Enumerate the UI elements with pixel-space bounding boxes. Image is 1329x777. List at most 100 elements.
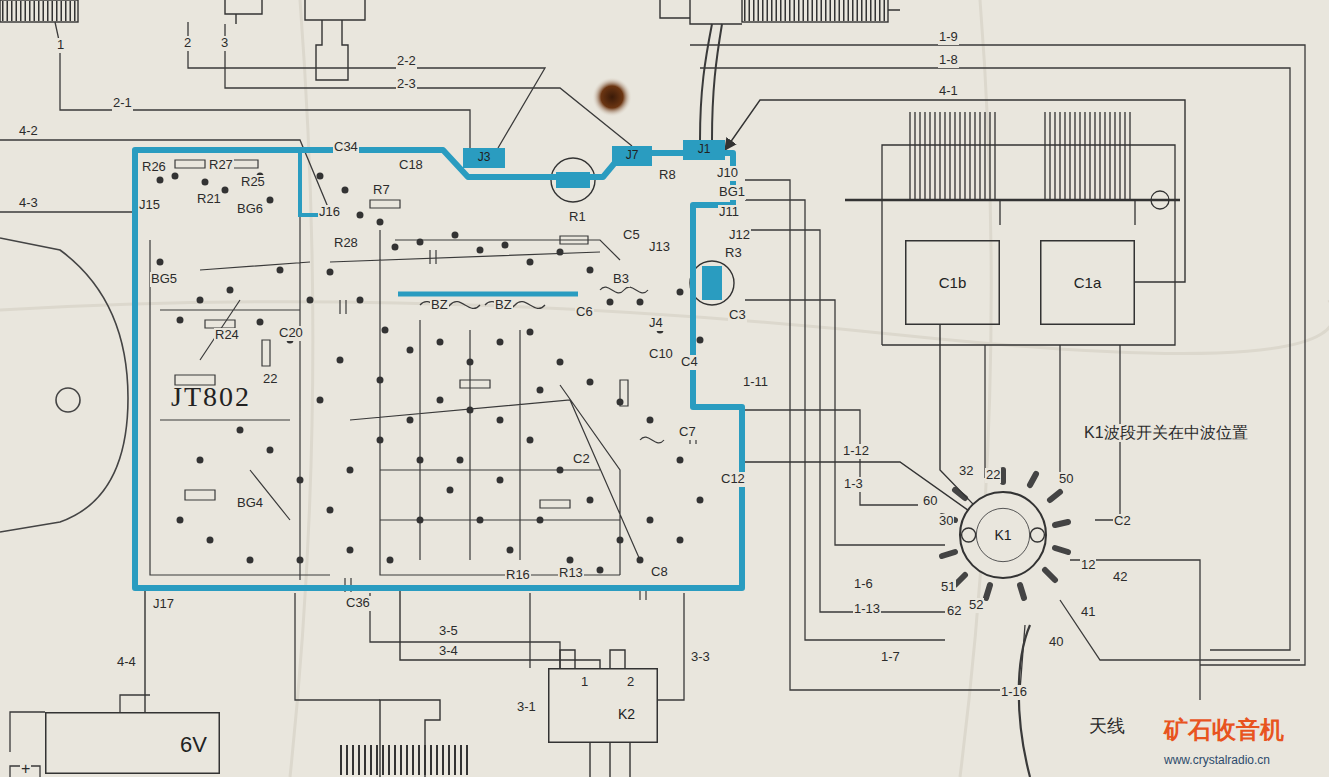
part-label: 1-7 — [880, 650, 901, 665]
solder-pad — [160, 176, 700, 570]
burn-mark — [592, 77, 632, 117]
resistor-symbol — [175, 160, 628, 508]
part-label: 12 — [1080, 558, 1096, 573]
part-label: 1-6 — [853, 577, 874, 592]
box-outline — [46, 713, 220, 774]
switch-terminals — [942, 470, 1068, 598]
part-label: C2 — [572, 452, 591, 467]
wire — [1060, 560, 1300, 700]
part-label: C10 — [648, 347, 674, 362]
part-label: 4-2 — [18, 124, 39, 139]
coil-body — [0, 0, 78, 22]
node-label: C1b — [939, 274, 967, 291]
capacitor-section: C1b — [905, 240, 1000, 325]
part-label: BG6 — [236, 202, 264, 217]
part-label: 30 — [938, 514, 954, 529]
ferrite-coil-body — [742, 0, 888, 22]
part-label: 1-13 — [853, 602, 881, 617]
part-label: 2-3 — [396, 77, 417, 92]
part-label: + — [20, 760, 31, 777]
gang-stator — [905, 200, 1135, 225]
part-label: R27 — [208, 158, 234, 173]
band-switch: K1 — [958, 490, 1048, 580]
part-label: 3-3 — [690, 650, 711, 665]
top-component — [225, 0, 262, 24]
part-label: 1-9 — [938, 30, 959, 45]
part-label: 22 — [985, 468, 1001, 483]
part-label: C8 — [650, 565, 669, 580]
wire — [188, 22, 545, 148]
connector-pad: J3 — [463, 148, 505, 168]
node-shape — [548, 668, 658, 743]
part-label: 62 — [946, 604, 962, 619]
pad-fill — [463, 148, 505, 168]
part-label: R1 — [568, 210, 587, 225]
node-label: JT802 — [171, 381, 251, 413]
part-label: C7 — [678, 425, 697, 440]
board-outline — [135, 150, 742, 588]
part-label: 3-1 — [516, 700, 537, 715]
part-label: 52 — [968, 598, 984, 613]
node-label: J7 — [626, 149, 639, 163]
part-label: 1-3 — [843, 477, 864, 492]
wire — [295, 593, 380, 700]
part-label: 50 — [1058, 472, 1074, 487]
wire-bundle — [700, 24, 722, 140]
part-label: C5 — [622, 228, 641, 243]
part-label: BG4 — [236, 496, 264, 511]
part-label: BG1 — [718, 185, 746, 200]
wire — [745, 180, 1025, 690]
part-label: 2-1 — [112, 96, 133, 111]
gang-plates — [1045, 112, 1130, 200]
part-label: BG5 — [150, 272, 178, 287]
part-label: J11 — [718, 205, 740, 220]
part-label: J15 — [138, 198, 161, 213]
part-label: BZ — [430, 298, 449, 313]
wire — [745, 300, 945, 545]
part-label: J16 — [318, 205, 341, 220]
switch-body — [960, 492, 1046, 578]
node-label: 6V — [180, 732, 207, 757]
part-label: J17 — [152, 597, 175, 612]
wire — [745, 230, 945, 612]
note: K1波段开关在中波位置 — [1083, 424, 1249, 442]
part-label: C34 — [333, 140, 359, 155]
wire — [700, 68, 1290, 650]
node-shape — [133, 145, 745, 591]
wire-connector — [745, 462, 968, 510]
node-label: K1 — [994, 527, 1011, 543]
connector-pad: J7 — [612, 146, 652, 166]
box-outline — [1041, 241, 1135, 325]
spring — [340, 745, 470, 775]
part-label: J4 — [648, 316, 664, 331]
part-label: 1-16 — [1000, 685, 1028, 700]
wire-connector — [725, 100, 1185, 282]
trace — [150, 168, 640, 580]
part-label: 天线 — [1088, 716, 1126, 737]
part-label: 60 — [922, 494, 938, 509]
part-label: 2 — [626, 675, 635, 690]
circuit-board: JT802 — [133, 145, 745, 591]
part-label: 3-5 — [438, 624, 459, 639]
pcb-blue-traces — [300, 150, 734, 305]
part-label: 3 — [220, 36, 229, 51]
switch-mount — [962, 528, 976, 542]
part-label: 32 — [958, 464, 974, 479]
node-label: J3 — [478, 151, 491, 165]
box-outline — [906, 241, 1000, 325]
part-label: R21 — [196, 192, 222, 207]
node-label: J1 — [698, 143, 711, 157]
part-label: C20 — [278, 326, 304, 341]
pcb-traces — [150, 160, 696, 600]
wire-label: 4-4 — [116, 655, 137, 670]
part-label: C2 — [1113, 514, 1132, 529]
coil-winding — [2, 1, 76, 21]
box-outline — [549, 669, 658, 743]
node-label: C1a — [1074, 274, 1102, 291]
wire-connector — [144, 591, 145, 712]
part-label: C3 — [728, 308, 747, 323]
speaker-outline — [0, 238, 128, 532]
part-label: C6 — [575, 305, 594, 320]
